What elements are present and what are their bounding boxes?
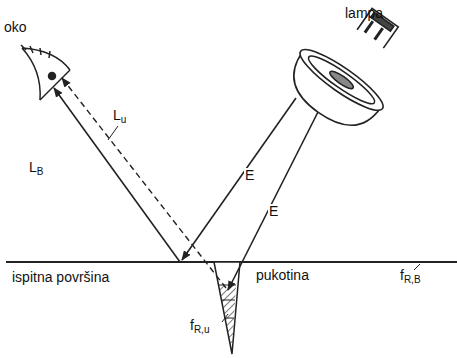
eye-symbol <box>21 45 70 100</box>
crack-ray <box>62 78 226 288</box>
reflectance-label: fR,B <box>400 268 421 285</box>
lamp-label: lampa <box>345 6 383 21</box>
light-ray <box>182 98 296 260</box>
leader-line <box>414 264 420 270</box>
leader-line <box>222 314 228 322</box>
leader-line <box>108 126 118 140</box>
light-ray <box>228 112 318 290</box>
surface-label: ispitna površina <box>12 270 109 285</box>
illuminance-label: E <box>244 168 255 183</box>
crack-label: pukotina <box>256 268 309 283</box>
reflected-ray <box>54 88 180 262</box>
reflectance-label: fR,u <box>190 318 209 335</box>
luminance-label: LB <box>28 160 44 177</box>
luminance-label: Lu <box>112 108 127 125</box>
eye-label: oko <box>4 20 27 35</box>
lamp-symbol <box>278 0 426 141</box>
illuminance-label: E <box>268 204 279 219</box>
crack <box>214 262 240 354</box>
